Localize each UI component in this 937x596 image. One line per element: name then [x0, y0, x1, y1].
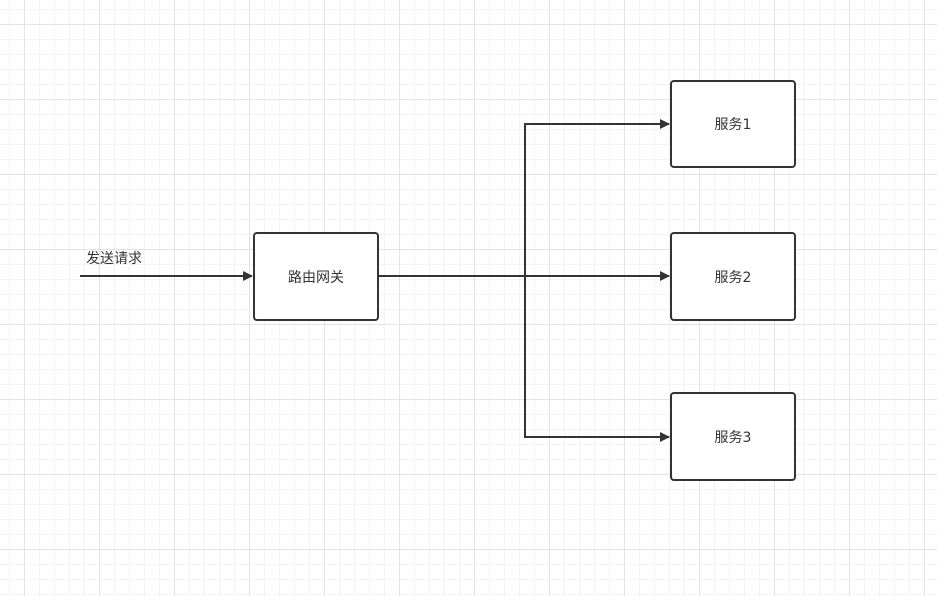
service1-node[interactable]: 服务1	[670, 80, 796, 168]
service3-node[interactable]: 服务3	[670, 392, 796, 481]
service3-node-label: 服务3	[714, 429, 752, 446]
service2-node[interactable]: 服务2	[670, 232, 796, 321]
service2-node-label: 服务2	[714, 269, 752, 286]
service1-node-label: 服务1	[714, 117, 752, 133]
request-label: 发送请求	[86, 251, 142, 267]
gateway-node[interactable]: 路由网关	[253, 232, 379, 321]
gateway-node-label: 路由网关	[288, 269, 344, 286]
